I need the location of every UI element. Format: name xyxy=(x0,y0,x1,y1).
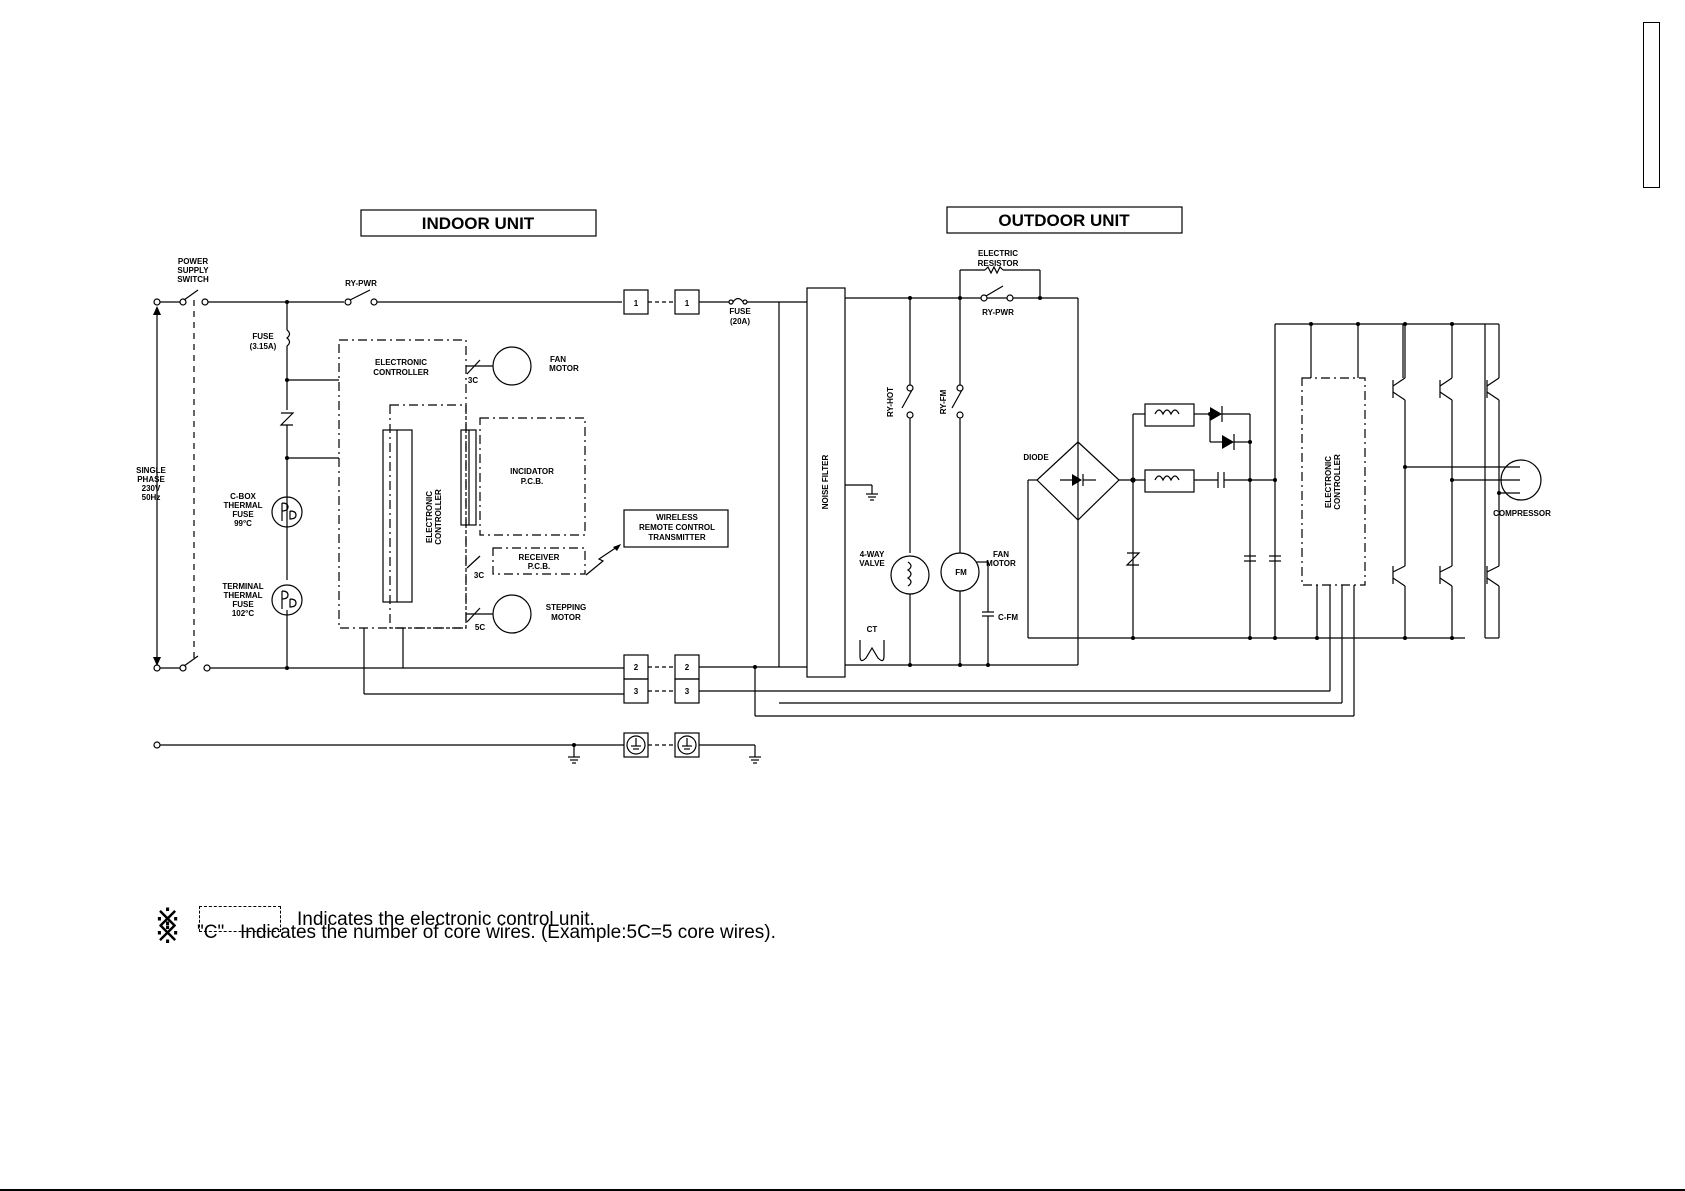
indoor-fan-motor xyxy=(492,346,532,386)
legend-c-label: "C" xyxy=(197,922,225,943)
ct-label: CT xyxy=(867,625,878,634)
c-fm-label: C-FM xyxy=(998,613,1018,622)
terminal-3-in: 3 xyxy=(634,687,639,696)
igbt-upper xyxy=(1392,323,1500,566)
outdoor-unit-title: OUTDOOR UNIT xyxy=(998,211,1130,230)
indicator-label-2: P.C.B. xyxy=(521,477,544,486)
ry-pwr-outdoor-label: RY-PWR xyxy=(982,308,1014,317)
outdoor-fan-motor-label-1: FAN xyxy=(993,550,1009,559)
four-way-valve xyxy=(890,555,930,595)
indoor-controller-vert-label-1: ELECTRONIC xyxy=(425,491,434,543)
wireless-transmitter-box xyxy=(623,509,729,548)
noise-filter-label: NOISE FILTER xyxy=(821,455,830,510)
indoor-controller-vert-label-2: CONTROLLER xyxy=(434,489,443,545)
power-switch-label-3: SWITCH xyxy=(177,275,209,284)
receiver-label-1: RECEIVER xyxy=(519,553,560,562)
power-switch-label-2: SUPPLY xyxy=(177,266,209,275)
legend-text-2: Indicates the number of core wires. (Exa… xyxy=(240,922,776,943)
stepping-label-1: STEPPING xyxy=(546,603,586,612)
igbt-lower xyxy=(1392,565,1500,639)
terminal-L xyxy=(153,298,161,306)
stepping-motor xyxy=(492,594,532,634)
compressor xyxy=(1500,459,1542,501)
cbox-fuse-label-1: C-BOX xyxy=(230,492,256,501)
terminal-fuse-label-1: TERMINAL xyxy=(222,582,263,591)
indoor-controller-label-2: CONTROLLER xyxy=(373,368,429,377)
terminal-2-in: 2 xyxy=(634,663,639,672)
terminal-thermal-fuse xyxy=(271,584,303,616)
fuse-20-label-1: FUSE xyxy=(729,307,751,316)
electric-resistor-label-1: ELECTRIC xyxy=(978,249,1018,258)
indoor-fan-motor-label-1: FAN xyxy=(550,355,566,364)
indicator-label-1: INCIDATOR xyxy=(510,467,554,476)
fuse-315-label-1: FUSE xyxy=(252,332,274,341)
indoor-fan-motor-label-2: MOTOR xyxy=(549,364,579,373)
terminal-fuse-label-3: FUSE xyxy=(232,600,254,609)
ry-pwr-indoor-label: RY-PWR xyxy=(345,279,377,288)
cbox-thermal-fuse xyxy=(271,496,303,528)
page-bottom-rule xyxy=(0,1189,1685,1191)
stepping-label-2: MOTOR xyxy=(551,613,581,622)
core-3c-receiver: 3C xyxy=(474,571,484,580)
legend-dashed-sample xyxy=(199,906,281,932)
diode-bridge xyxy=(1036,441,1120,521)
terminal-2-out: 2 xyxy=(685,663,690,672)
wireless-label-3: TRANSMITTER xyxy=(648,533,706,542)
single-phase-label-4: 50Hz xyxy=(142,493,161,502)
current-transformer xyxy=(859,640,885,662)
noise-filter xyxy=(806,287,846,678)
single-phase-label-1: SINGLE xyxy=(136,466,166,475)
indoor-unit-box xyxy=(360,209,597,237)
legend-mark-2: ※ xyxy=(155,917,181,950)
wireless-label-2: REMOTE CONTROL xyxy=(639,523,715,532)
terminal-fuse-label-4: 102°C xyxy=(232,609,255,618)
ry-fm-label: RY-FM xyxy=(939,389,948,414)
indicator-pcb-box xyxy=(479,417,586,536)
cbox-fuse-label-2: THERMAL xyxy=(223,501,262,510)
four-way-label-1: 4-WAY xyxy=(860,550,885,559)
cbox-fuse-label-4: 99°C xyxy=(234,519,252,528)
terminal-1-in: 1 xyxy=(634,299,639,308)
receiver-label-2: P.C.B. xyxy=(528,562,551,571)
terminal-fuse-label-2: THERMAL xyxy=(223,591,262,600)
outdoor-controller-dashed xyxy=(1301,377,1366,586)
indoor-controller-label-1: ELECTRONIC xyxy=(375,358,427,367)
compressor-label: COMPRESSOR xyxy=(1493,509,1551,518)
receiver-pcb-box xyxy=(492,547,586,575)
core-3c-fan: 3C xyxy=(468,376,478,385)
outdoor-unit-box xyxy=(946,206,1183,234)
single-phase-label-2: PHASE xyxy=(137,475,165,484)
four-way-label-2: VALVE xyxy=(859,559,885,568)
legend-text-1: Indicates the electronic control unit. xyxy=(297,909,595,930)
terminal-3-out: 3 xyxy=(685,687,690,696)
indoor-unit-title: INDOOR UNIT xyxy=(422,214,535,233)
fm-label: FM xyxy=(955,568,967,577)
fuse-20-label-2: (20A) xyxy=(730,317,750,326)
terminal-1-out: 1 xyxy=(685,299,690,308)
power-switch-label-1: POWER xyxy=(178,257,208,266)
core-5c-stepping: 5C xyxy=(475,623,485,632)
wireless-label-1: WIRELESS xyxy=(656,513,698,522)
indoor-controller-dashed xyxy=(338,339,467,629)
ry-hot-label: RY-HOT xyxy=(886,387,895,417)
fuse-315-label-2: (3.15A) xyxy=(250,342,277,351)
page-edge-tab xyxy=(1643,22,1660,188)
outdoor-fan-motor-label-2: MOTOR xyxy=(986,559,1016,568)
single-phase-label-3: 230V xyxy=(142,484,161,493)
diode-label: DIODE xyxy=(1023,453,1049,462)
cbox-fuse-label-3: FUSE xyxy=(232,510,254,519)
outdoor-controller-label-2: CONTROLLER xyxy=(1333,454,1342,510)
outdoor-controller-label-1: ELECTRONIC xyxy=(1324,456,1333,508)
electric-resistor-label-2: RESISTOR xyxy=(978,259,1019,268)
legend-mark-1: ※ xyxy=(155,903,181,936)
